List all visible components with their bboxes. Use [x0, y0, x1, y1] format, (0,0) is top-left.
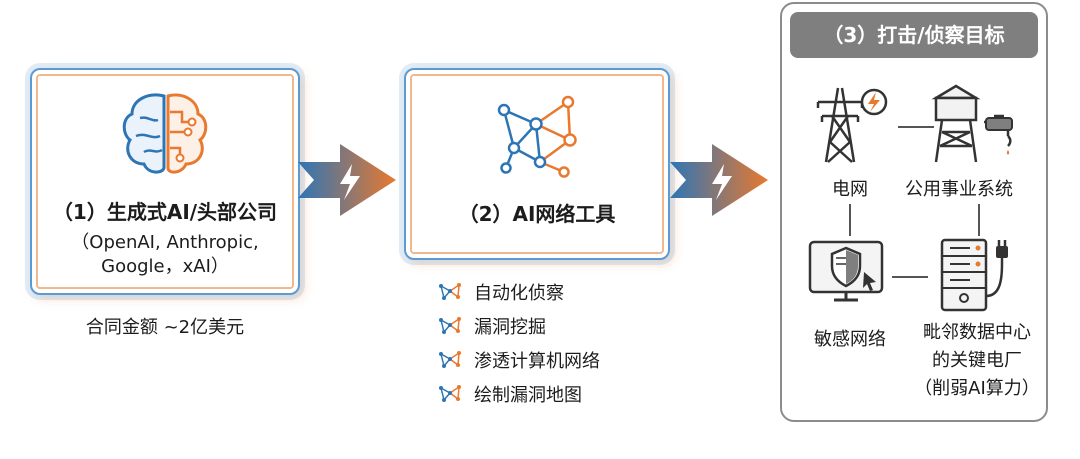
target-label-datacenter-line3: （削弱AI算力） — [914, 378, 1040, 399]
company-box-title: （1）生成式AI/头部公司 — [52, 200, 278, 224]
list-item: 绘制漏洞地图 — [438, 377, 600, 411]
connector-line — [892, 276, 928, 278]
company-list-line1: （OpenAI, Anthropic, — [71, 232, 259, 253]
connector-line — [849, 204, 851, 236]
connector-line — [978, 204, 980, 236]
network-icon — [439, 283, 461, 300]
targets-panel — [780, 2, 1048, 422]
ai-tools-box-title: （2）AI网络工具 — [458, 202, 616, 226]
tool-label: 自动化侦察 — [474, 283, 564, 304]
brain-circuit-icon — [122, 93, 208, 174]
shield-monitor-icon — [808, 240, 884, 302]
targets-panel-header: （3）打击/侦察目标 — [790, 12, 1038, 58]
target-label-datacenter-line2: 的关键电厂 — [932, 350, 1022, 371]
target-label-sensitive-network: 敏感网络 — [814, 329, 886, 350]
company-list-line2: Google，xAI） — [101, 256, 229, 277]
network-icon — [439, 317, 461, 334]
server-plug-icon — [940, 238, 1008, 312]
target-label-power-grid: 电网 — [832, 179, 868, 200]
target-label-utility: 公用事业系统 — [905, 179, 1013, 200]
target-label-datacenter-line1: 毗邻数据中心 — [923, 322, 1031, 343]
network-icon — [439, 385, 461, 402]
tool-label: 绘制漏洞地图 — [474, 385, 582, 406]
list-item: 渗透计算机网络 — [438, 343, 600, 377]
ai-tools-box — [404, 68, 670, 260]
power-tower-icon — [816, 87, 888, 163]
network-icon — [439, 351, 461, 368]
arrow-right-icon — [670, 144, 768, 216]
tool-list: 自动化侦察 漏洞挖掘 渗透计算机网络 绘制漏洞地图 — [438, 275, 600, 411]
company-box — [30, 68, 300, 295]
list-item: 自动化侦察 — [438, 275, 600, 309]
connector-line — [898, 126, 934, 128]
list-item: 漏洞挖掘 — [438, 309, 600, 343]
tool-label: 漏洞挖掘 — [474, 317, 546, 338]
tool-label: 渗透计算机网络 — [474, 351, 600, 372]
contract-amount: 合同金额 ~2亿美元 — [85, 317, 245, 338]
arrow-right-icon — [298, 144, 396, 216]
water-tower-icon — [931, 84, 1013, 163]
network-graph-icon — [497, 95, 577, 178]
